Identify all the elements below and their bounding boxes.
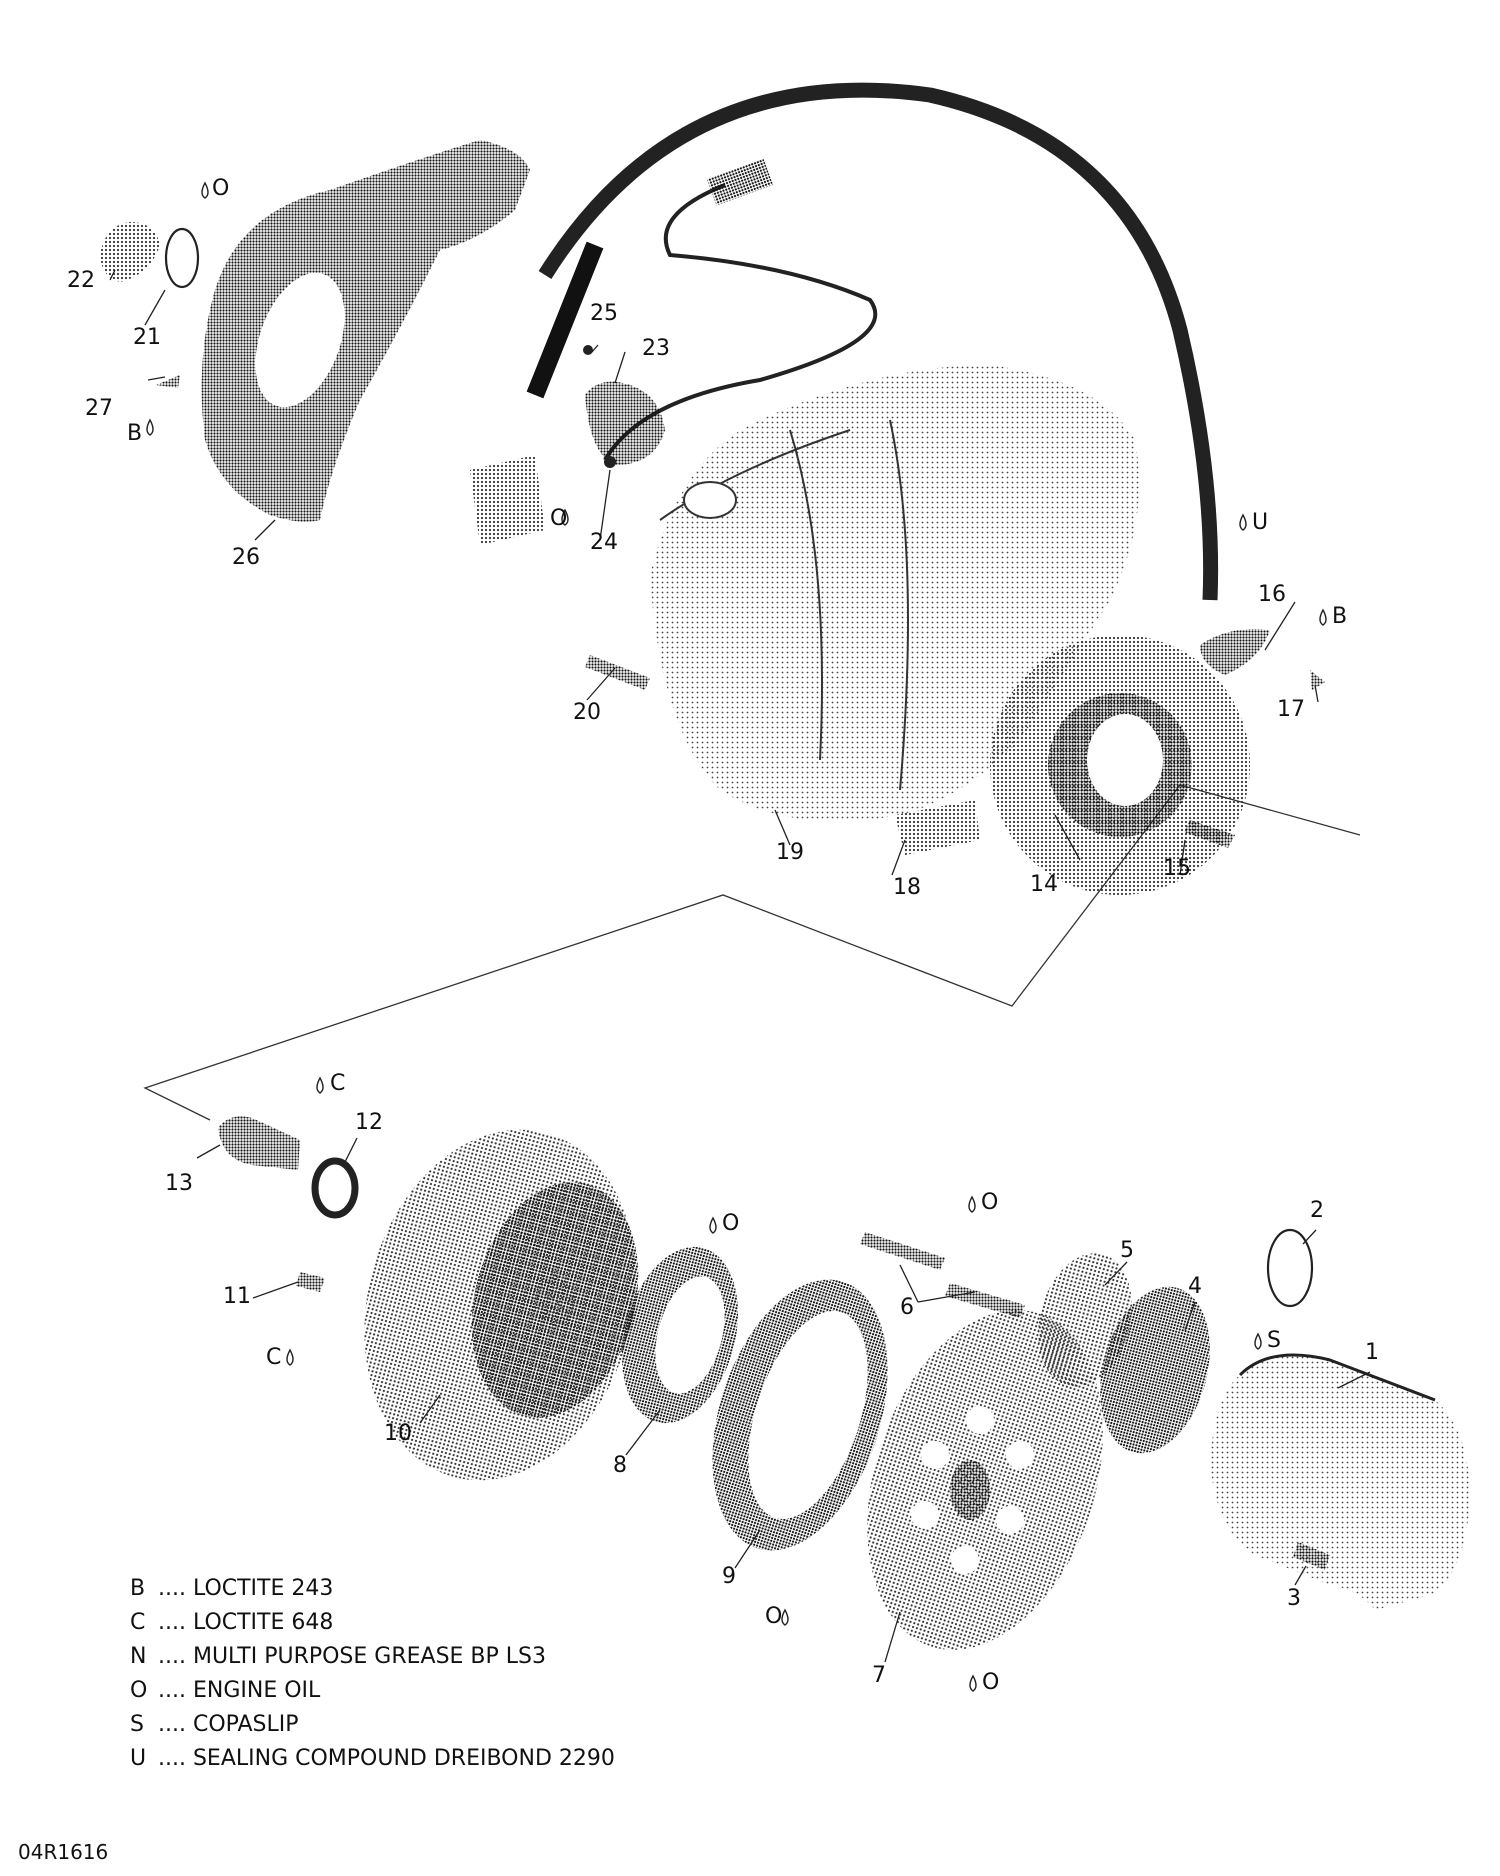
- legend-code: S: [130, 1712, 144, 1737]
- legend-text: .... LOCTITE 243: [158, 1576, 334, 1601]
- part-3-screw: [1293, 1542, 1330, 1570]
- wiring-harness-sheath: [526, 241, 604, 399]
- callout-25: 25: [590, 301, 618, 326]
- part-6-shaft-b: [945, 1283, 1025, 1318]
- callout-18: 18: [893, 875, 921, 900]
- legend-text: .... LOCTITE 648: [158, 1610, 334, 1635]
- legend-text: .... MULTI PURPOSE GREASE BP LS3: [158, 1644, 547, 1669]
- legend-text: .... ENGINE OIL: [158, 1678, 321, 1703]
- part-16-grommet: [1200, 629, 1270, 675]
- legend-text: .... SEALING COMPOUND DREIBOND 2290: [158, 1746, 615, 1771]
- mark-loctite-c-11: C: [266, 1345, 282, 1370]
- callout-3: 3: [1287, 1586, 1301, 1611]
- product-legend: B .... LOCTITE 243 C .... LOCTITE 648 N...…: [130, 1572, 615, 1776]
- part-27-screw: [156, 375, 180, 388]
- callout-24: 24: [590, 530, 618, 555]
- part-22-cap: [100, 222, 160, 282]
- product-drop-marks: [146, 181, 1327, 1692]
- part-4-gear: [1100, 1286, 1210, 1454]
- legend-item: C .... LOCTITE 648: [130, 1606, 615, 1640]
- legend-code: U: [130, 1746, 147, 1771]
- legend-item: S .... COPASLIP: [130, 1708, 615, 1742]
- part-26-cover: [201, 140, 530, 522]
- callout-26: 26: [232, 545, 260, 570]
- sensor-wire: [603, 183, 878, 462]
- callout-15: 15: [1163, 856, 1191, 881]
- callout-14: 14: [1030, 872, 1058, 897]
- callout-5: 5: [1120, 1238, 1134, 1263]
- mark-oil-7: O: [982, 1670, 1000, 1695]
- part-24-screw: [604, 456, 616, 468]
- callout-8: 8: [613, 1453, 627, 1478]
- legend-item: B .... LOCTITE 243: [130, 1572, 615, 1606]
- part-18-clamp: [895, 800, 980, 855]
- part-20-screw: [585, 655, 650, 690]
- callout-9: 9: [722, 1564, 736, 1589]
- part-11-key: [296, 1272, 325, 1292]
- callout-19: 19: [776, 840, 804, 865]
- callout-20: 20: [573, 700, 601, 725]
- callout-4: 4: [1188, 1274, 1202, 1299]
- callout-1: 1: [1365, 1340, 1379, 1365]
- part-6-shaft-a: [860, 1232, 945, 1270]
- mark-oil-21: O: [212, 176, 230, 201]
- part-8-bearing: [621, 1246, 739, 1424]
- callout-6: 6: [900, 1295, 914, 1320]
- mark-loctite-b-27: B: [127, 421, 143, 446]
- leader-lines: [109, 269, 1371, 1663]
- part-14-stator: [990, 635, 1250, 895]
- legend-code: O: [130, 1678, 148, 1703]
- legend-text: .... COPASLIP: [158, 1712, 299, 1737]
- callout-13: 13: [165, 1171, 193, 1196]
- part-7-gear: [867, 1310, 1103, 1650]
- callout-7: 7: [872, 1663, 886, 1688]
- part-12-washer: [311, 1157, 359, 1219]
- mark-oil-6: O: [981, 1190, 999, 1215]
- callout-2: 2: [1310, 1198, 1324, 1223]
- legend-item: O .... ENGINE OIL: [130, 1674, 615, 1708]
- wiring-harness: [538, 82, 1219, 601]
- part-2-o-ring: [1266, 1228, 1314, 1308]
- mark-copaslip-s: S: [1267, 1328, 1281, 1353]
- part-15-screw: [1184, 820, 1235, 848]
- part-13-bolt: [218, 1116, 300, 1170]
- callout-23: 23: [642, 336, 670, 361]
- callout-17: 17: [1277, 697, 1305, 722]
- legend-item: U .... SEALING COMPOUND DREIBOND 2290: [130, 1742, 615, 1776]
- callout-16: 16: [1258, 582, 1286, 607]
- legend-code: C: [130, 1610, 146, 1635]
- part-1-starter-motor: [1210, 1353, 1470, 1610]
- part-10-flywheel: [364, 1129, 639, 1481]
- part-17-screw: [1310, 670, 1325, 690]
- connector-plug-top: [707, 158, 773, 206]
- mark-oil-8: O: [722, 1211, 740, 1236]
- callout-12: 12: [355, 1110, 383, 1135]
- part-9-ring: [712, 1279, 888, 1551]
- connector-plug-bottom: [470, 455, 545, 545]
- mark-oil-9: O: [765, 1604, 783, 1629]
- mark-loctite-b-17: B: [1332, 604, 1348, 629]
- part-21-o-ring: [164, 227, 200, 289]
- part-25-screw: [583, 345, 593, 355]
- callout-22: 22: [67, 268, 95, 293]
- mark-oil-24: O: [550, 506, 568, 531]
- figure-id: 04R1616: [18, 1840, 109, 1864]
- legend-item: N .... MULTI PURPOSE GREASE BP LS3: [130, 1640, 615, 1674]
- callout-11: 11: [223, 1284, 251, 1309]
- callout-21: 21: [133, 325, 161, 350]
- callout-10: 10: [384, 1421, 412, 1446]
- callout-27: 27: [85, 396, 113, 421]
- legend-code: N: [130, 1644, 147, 1669]
- part-23-sensor: [585, 381, 665, 465]
- mark-sealant-u: U: [1252, 510, 1269, 535]
- mark-loctite-c-13: C: [330, 1071, 346, 1096]
- legend-code: B: [130, 1576, 146, 1601]
